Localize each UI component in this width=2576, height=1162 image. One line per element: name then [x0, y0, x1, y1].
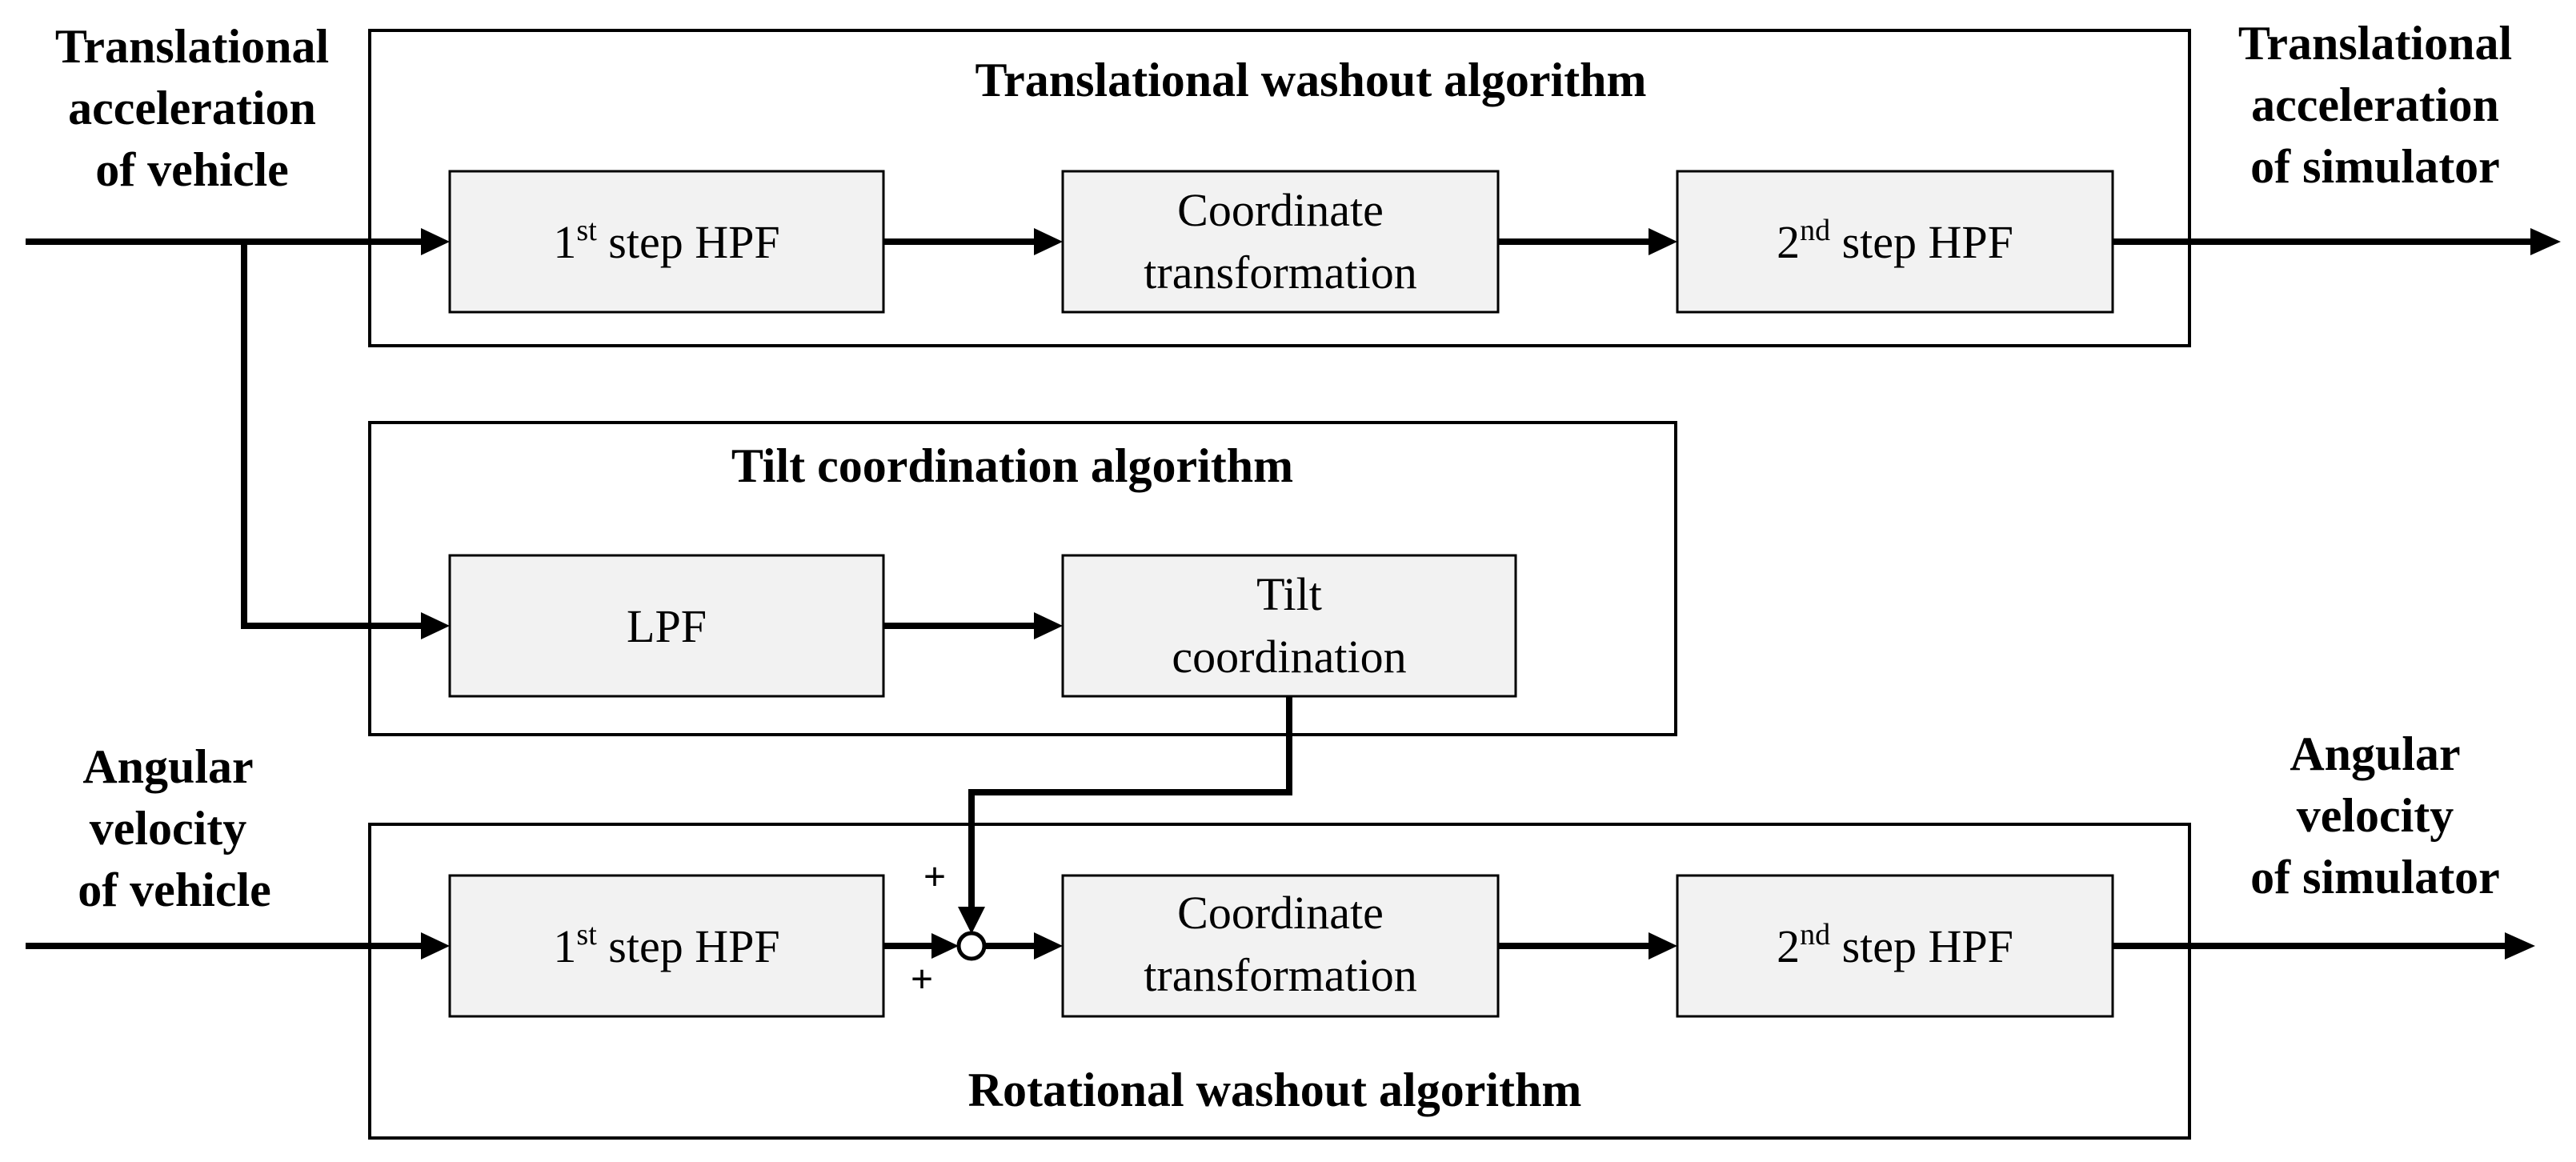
- output-translational-line1: Translational: [2238, 17, 2512, 70]
- r-second-hpf-block: [1676, 874, 2114, 1018]
- input-angular-line2: velocity: [90, 802, 247, 855]
- r-first-to-sum-arrowhead: [931, 933, 959, 959]
- input-translational-line2: acceleration: [68, 82, 316, 134]
- input-angular-line3: of vehicle: [78, 863, 271, 916]
- tilt-to-sum-arrowhead: [958, 907, 985, 934]
- tilt-to-sum-line: [968, 696, 1292, 912]
- output-translational-line2: acceleration: [2251, 78, 2499, 131]
- translational-washout-title: Translational washout algorithm: [976, 54, 1647, 106]
- output-angular-line2: velocity: [2297, 789, 2454, 842]
- input-translational-line1: Translational: [55, 20, 329, 73]
- tilt-coordination-line2: coordination: [1172, 631, 1406, 683]
- rotational-washout-group: [368, 823, 2191, 1140]
- tilt-coordination-group: [368, 421, 1677, 736]
- t-second-hpf-block: [1676, 170, 2114, 314]
- t-input-arrowhead: [421, 228, 450, 255]
- output-translational-line3: of simulator: [2250, 140, 2500, 193]
- sum-plus-bottom: +: [911, 956, 934, 1001]
- r-coord-transform-line1: Coordinate: [1177, 887, 1384, 939]
- t-first-hpf-label: 1st step HPF: [553, 214, 779, 268]
- tilt-coordination-block: [1061, 554, 1517, 698]
- r-input-arrowhead: [421, 932, 450, 960]
- r-coord-to-second-arrowhead: [1649, 932, 1677, 960]
- t-coord-transform-line1: Coordinate: [1177, 184, 1384, 236]
- summing-junction: [956, 931, 987, 961]
- r-coord-transform-line2: transformation: [1144, 949, 1416, 1001]
- tilt-coordination-title: Tilt coordination algorithm: [731, 439, 1293, 492]
- t-coord-transform-line2: transformation: [1144, 246, 1416, 299]
- r-output-arrowhead: [2505, 932, 2535, 960]
- t-coord-transform-block: [1061, 170, 1500, 314]
- t-output-arrowhead: [2530, 228, 2561, 255]
- tilt-coordination-line1: Tilt: [1256, 568, 1322, 620]
- lpf-to-tilt-arrowhead: [1034, 612, 1063, 639]
- output-angular-line1: Angular: [2290, 727, 2460, 780]
- t-first-hpf-block: [448, 170, 885, 314]
- r-second-hpf-label: 2nd step HPF: [1777, 918, 2013, 972]
- t-coord-to-second-arrowhead: [1649, 228, 1677, 255]
- branch-to-lpf-line: [241, 242, 424, 629]
- input-translational-line3: of vehicle: [95, 143, 289, 196]
- translational-washout-group: [368, 29, 2191, 347]
- lpf-block: [448, 554, 885, 698]
- branch-to-lpf-arrowhead: [421, 612, 450, 639]
- t-first-to-coord-arrowhead: [1034, 228, 1063, 255]
- input-angular-line1: Angular: [82, 740, 253, 793]
- t-second-hpf-label: 2nd step HPF: [1777, 214, 2013, 268]
- sum-to-coord-arrowhead: [1034, 932, 1063, 960]
- rotational-washout-title: Rotational washout algorithm: [968, 1064, 1582, 1116]
- output-angular-line3: of simulator: [2250, 851, 2500, 904]
- r-first-hpf-label: 1st step HPF: [553, 918, 779, 972]
- lpf-label: LPF: [627, 600, 707, 652]
- sum-plus-top: +: [923, 854, 947, 899]
